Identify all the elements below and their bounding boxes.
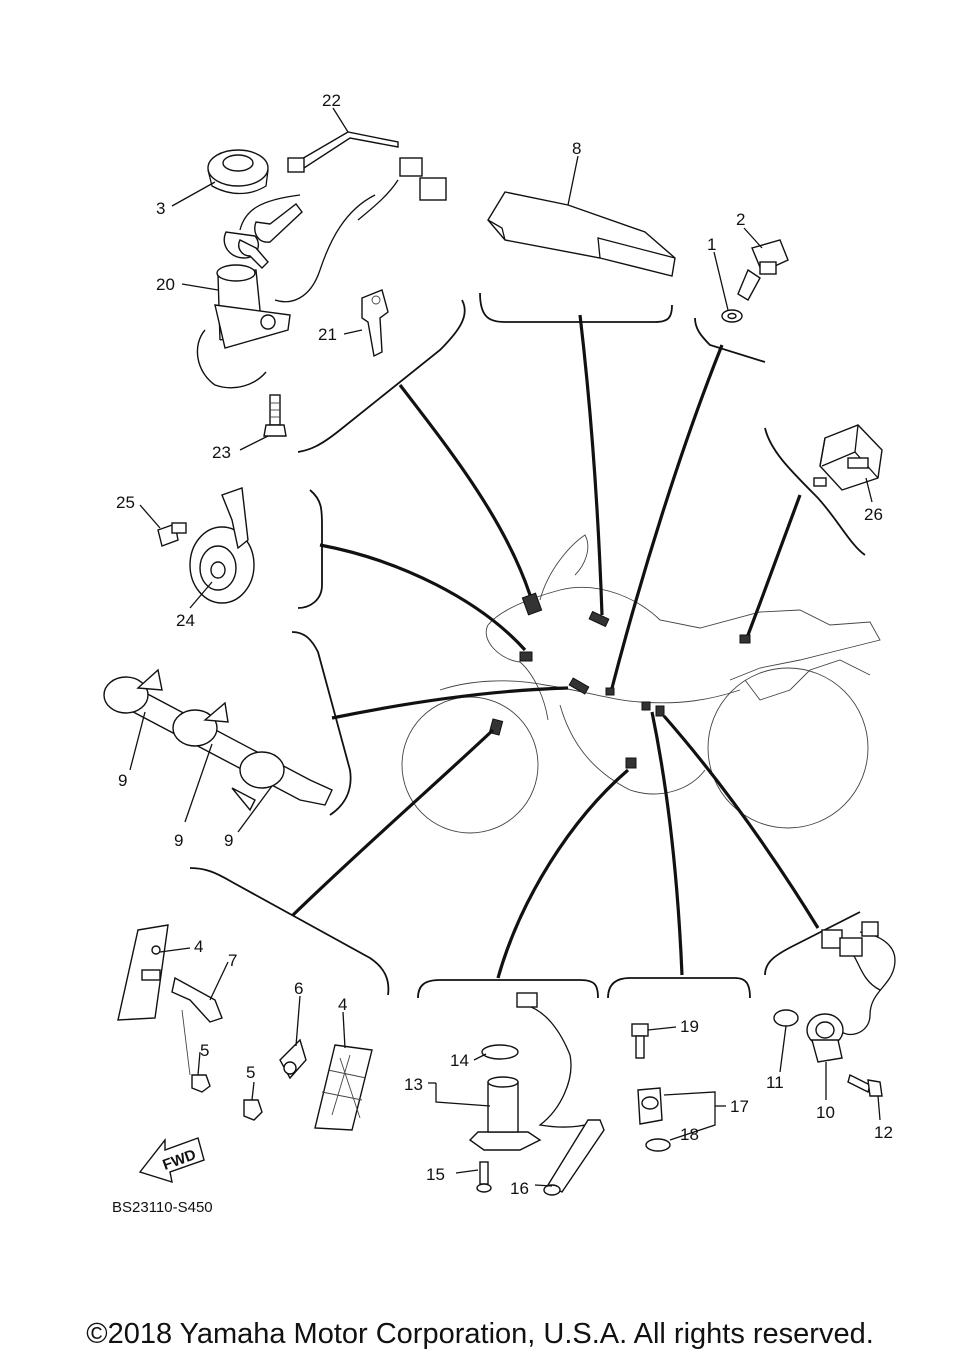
callout-2: 2 (736, 210, 745, 229)
callout-7: 7 (228, 951, 237, 970)
callout-leaders (129, 107, 881, 1187)
part-6-bracket (279, 1038, 307, 1080)
part-22-bracket (287, 131, 399, 173)
callout-17: 17 (730, 1097, 749, 1116)
callout-18: 18 (680, 1125, 699, 1144)
leader-lines (291, 314, 820, 979)
part-20-main-switch (196, 157, 447, 389)
callout-14: 14 (450, 1051, 469, 1070)
copyright-notice: ©2018 Yamaha Motor Corporation, U.S.A. A… (86, 1318, 874, 1350)
part-5-nut (181, 1009, 263, 1121)
callout-13: 13 (404, 1075, 423, 1094)
part-9-bulb-sockets (103, 668, 333, 812)
callout-3: 3 (156, 199, 165, 218)
callout-11: 11 (766, 1073, 784, 1092)
parts-diagram: 22 3 20 8 2 1 21 23 25 26 24 9 9 9 4 7 5… (103, 91, 896, 1216)
callout-19: 19 (680, 1017, 699, 1036)
callout-10: 10 (816, 1103, 835, 1122)
part-23-bolt (263, 394, 287, 437)
part-17-sensor (637, 1087, 663, 1125)
part-7-bracket (141, 969, 223, 1023)
callout-24: 24 (176, 611, 195, 630)
callout-25: 25 (116, 493, 135, 512)
part-12-bolt (847, 1073, 883, 1097)
part-21-key (361, 289, 389, 358)
callout-9a: 9 (118, 771, 127, 790)
callout-12: 12 (874, 1123, 893, 1142)
callout-4a: 4 (194, 937, 203, 956)
part-8-ecu-box (487, 191, 676, 277)
motorcycle-silhouette (401, 534, 881, 834)
part-19-bolt (631, 1023, 649, 1059)
part-24-horn (189, 487, 255, 604)
part-16-clamp (543, 1119, 605, 1196)
part-13-sensor (468, 992, 601, 1151)
callout-9b: 9 (174, 831, 183, 850)
part-14-o-ring (481, 1044, 519, 1060)
callout-1: 1 (707, 235, 716, 254)
callout-4b: 4 (338, 995, 347, 1014)
callout-21: 21 (318, 325, 337, 344)
fwd-arrow-icon (138, 1137, 205, 1184)
part-26-relay (813, 424, 883, 491)
callout-8: 8 (572, 139, 581, 158)
callout-5b: 5 (246, 1063, 255, 1082)
part-18-o-ring (645, 1138, 671, 1152)
callout-16: 16 (510, 1179, 529, 1198)
callout-26: 26 (864, 505, 883, 524)
callout-9c: 9 (224, 831, 233, 850)
panel-brackets (189, 292, 866, 999)
callout-20: 20 (156, 275, 175, 294)
callout-15: 15 (426, 1165, 445, 1184)
part-25-bolt (157, 522, 187, 547)
bike-connector-spots (488, 592, 751, 769)
diagram-code: BS23110-S450 (112, 1199, 213, 1216)
part-11-o-ring (773, 1009, 799, 1027)
part-4-reflector-right (314, 1044, 373, 1131)
callout-6: 6 (294, 979, 303, 998)
part-3-cap-ring (207, 149, 269, 195)
part-1-2-sensor (721, 239, 789, 323)
part-10-switch (806, 921, 896, 1063)
callout-5a: 5 (200, 1041, 209, 1060)
part-15-bolt (476, 1161, 492, 1193)
callout-23: 23 (212, 443, 231, 462)
callout-22: 22 (322, 91, 341, 110)
